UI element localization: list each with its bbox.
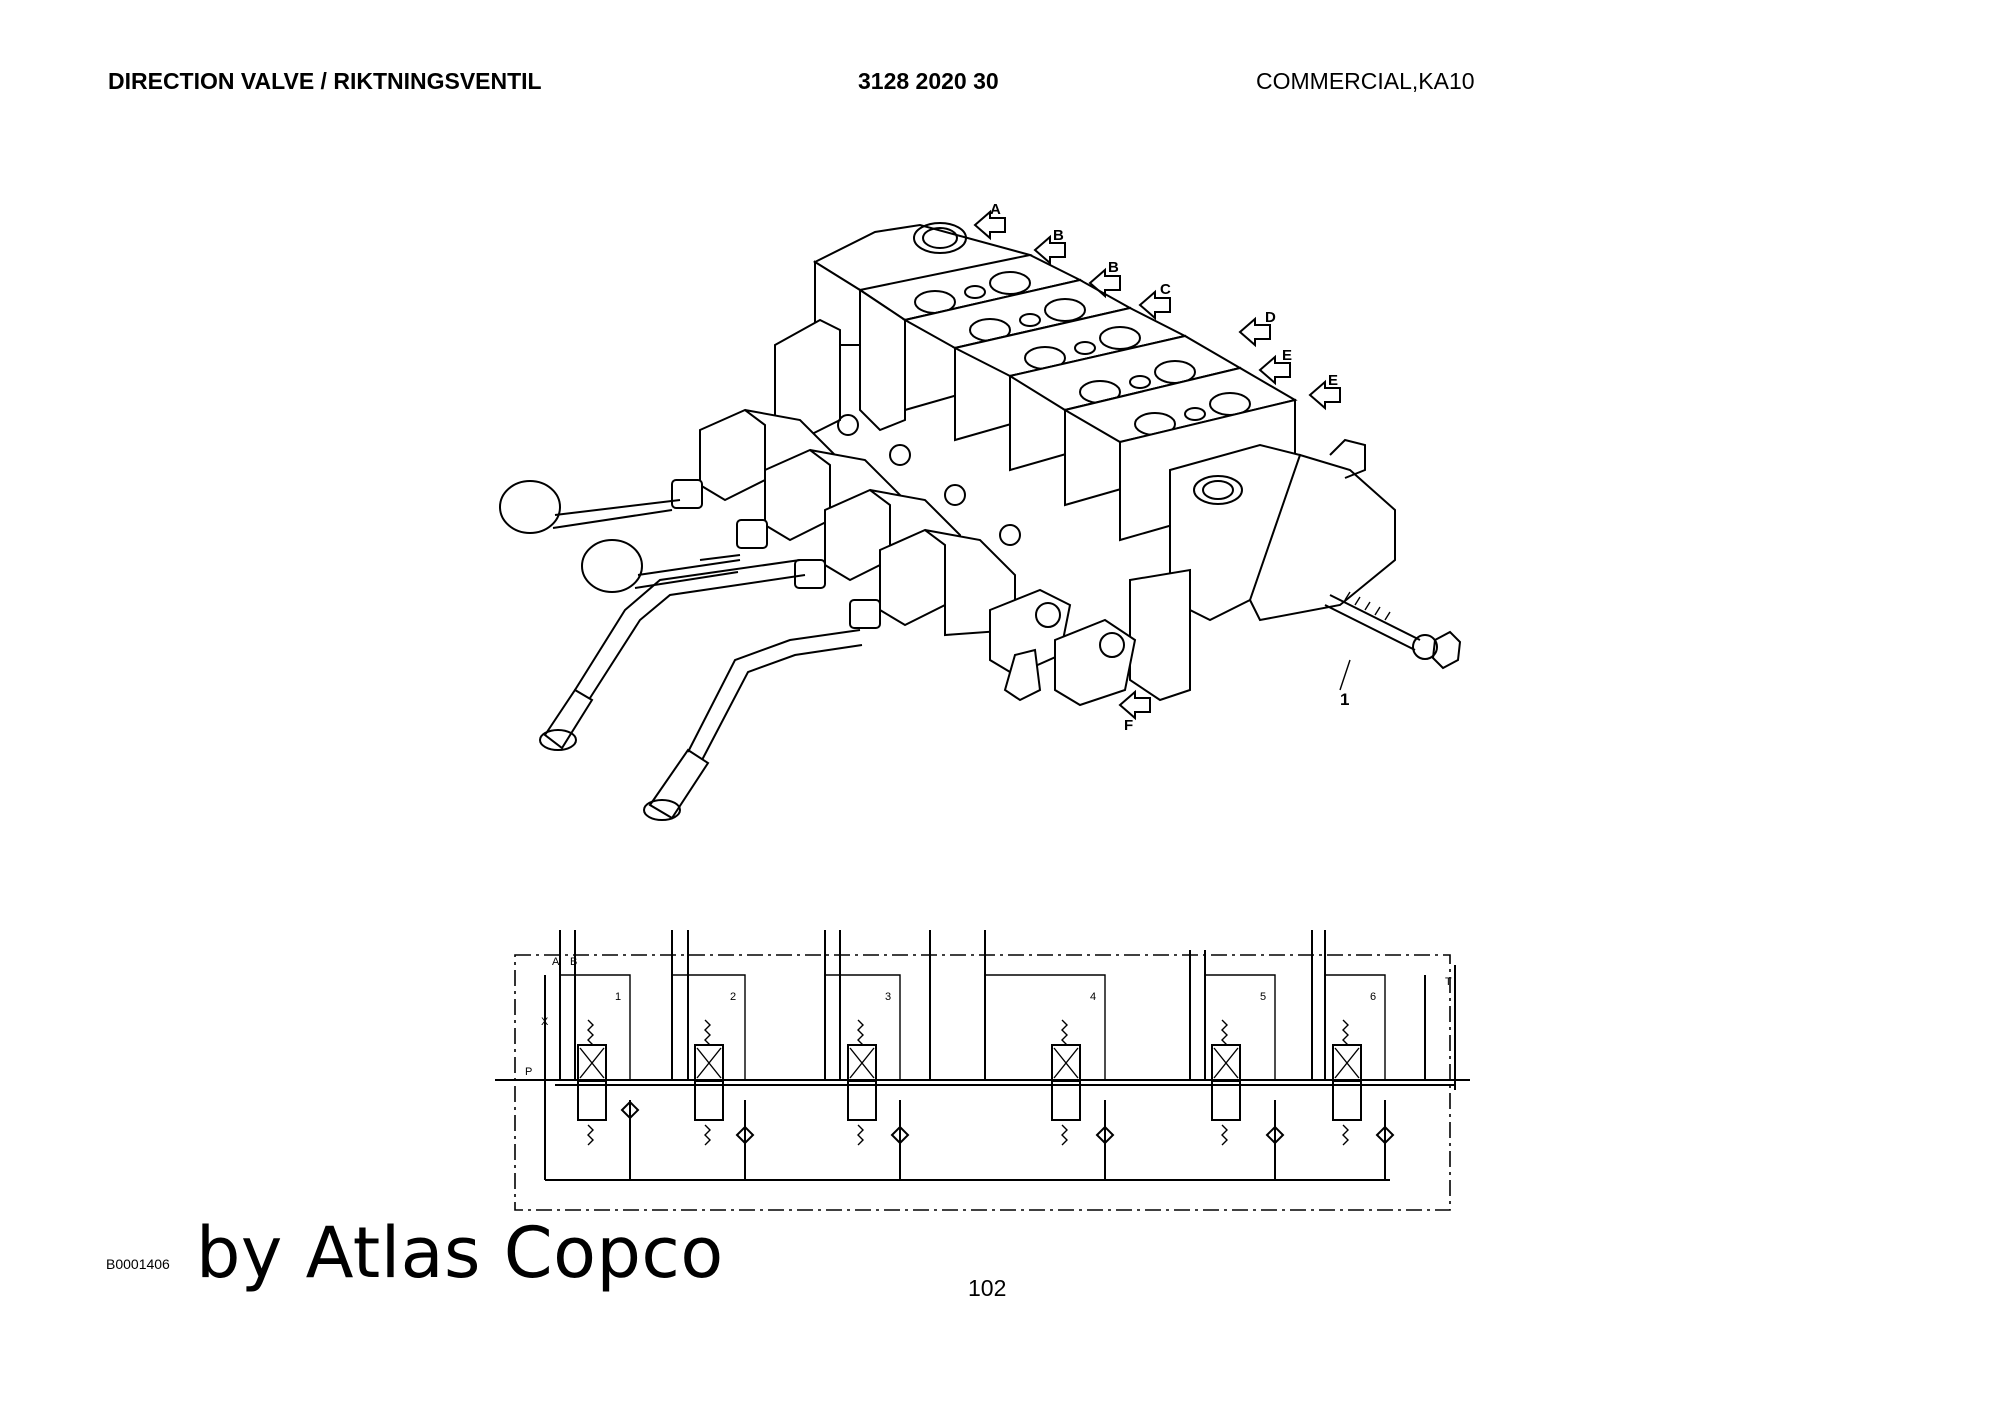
port-label-d: D (1265, 309, 1276, 326)
port-label-b2: B (1108, 259, 1119, 276)
part-number: 3128 2020 30 (858, 68, 999, 94)
schematic-section-5: 5 (1260, 991, 1266, 1003)
figure-id: B0001406 (106, 1256, 170, 1272)
item-callout-1: 1 (1340, 690, 1349, 709)
valve-sections (857, 253, 1462, 702)
port-label-e2: E (1328, 372, 1338, 389)
schematic-sections (559, 930, 1456, 1180)
schematic-section-2: 2 (730, 991, 736, 1003)
spool-actuators (671, 408, 1137, 707)
schematic-section-1: 1 (615, 991, 621, 1003)
port-label-b1: B (1053, 227, 1064, 244)
schematic-port-p: P (525, 1066, 532, 1078)
page-number: 102 (968, 1275, 1007, 1301)
document-title: DIRECTION VALVE / RIKTNINGSVENTIL (108, 68, 542, 94)
port-label-c: C (1160, 281, 1171, 298)
schematic-section-3: 3 (885, 991, 891, 1003)
schematic-port-a: A (552, 956, 560, 968)
schematic-port-x: X (541, 1016, 549, 1028)
schematic-port-b: B (570, 956, 577, 968)
port-label-e1: E (1282, 347, 1292, 364)
brand-watermark: by Atlas Copco (196, 1212, 724, 1294)
schematic-port-t: T (1445, 976, 1452, 988)
port-label-a: A (990, 201, 1001, 218)
model-label: COMMERCIAL,KA10 (1256, 68, 1475, 94)
schematic-section-4: 4 (1090, 991, 1096, 1003)
schematic-section-6: 6 (1370, 991, 1376, 1003)
valve-assembly-illustration: A B B C D E E F 1 (499, 201, 1462, 821)
port-arrows (973, 209, 1351, 721)
port-label-f: F (1124, 717, 1133, 734)
control-levers (499, 480, 863, 821)
hydraulic-schematic: 1 2 3 4 5 6 A B P T X (495, 930, 1470, 1211)
